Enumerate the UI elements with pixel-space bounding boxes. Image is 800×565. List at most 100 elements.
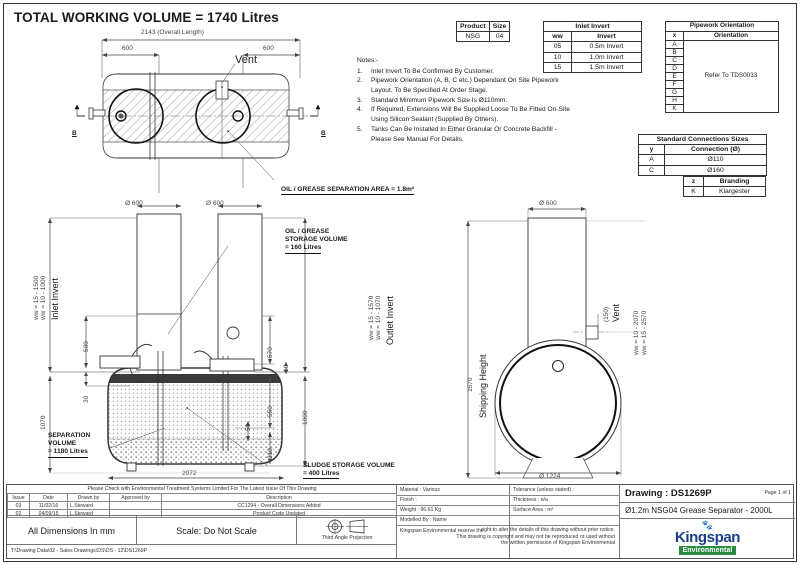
note-text: If Required, Extensions Will Be Supplied… bbox=[371, 106, 570, 124]
plan-right-600-label: 600 bbox=[263, 45, 274, 52]
end-vent-label: Vent bbox=[611, 303, 621, 322]
separation-volume-line1: SEPARATION bbox=[48, 432, 91, 439]
inlet-invert-cell: 0.5m Invert bbox=[571, 41, 642, 53]
drawing-title: Ø1.2m NSG04 Grease Separator - 2000L bbox=[625, 506, 773, 515]
note-item: 1. Inlet Invert To Be Confirmed By Custom… bbox=[357, 67, 572, 77]
sludge-storage-line1: SLUDGE STORAGE VOLUME bbox=[303, 462, 395, 469]
inlet-invert-table: Inlet Invert ww Invert 05 0.5m Invert 10… bbox=[543, 20, 642, 73]
table-row: 15 1.5m Invert bbox=[543, 61, 642, 73]
end-ww10-label: ww = 10 - 2070 bbox=[633, 310, 640, 355]
drawing-number-row: Drawing : DS1269P Page 1 of 1 bbox=[620, 485, 795, 503]
dim-30-label: 30 bbox=[83, 395, 90, 403]
logo-sub-text: Environmental bbox=[678, 545, 737, 555]
dim-1000-label: 1000 bbox=[302, 410, 309, 425]
dim-1070-label: 1070 bbox=[40, 415, 47, 430]
scale-note: Scale: Do Not Scale bbox=[176, 525, 257, 536]
plan-left-600-label: 600 bbox=[122, 45, 133, 52]
file-path-strip: T:\Drawing Data\02 - Sales Drawings\DS\D… bbox=[7, 544, 397, 558]
dim-310-label: 310 bbox=[267, 448, 274, 459]
dim-500-label: 500 bbox=[83, 341, 90, 352]
revision-header-row: Issue Date Drawn by Approved by Descript… bbox=[7, 493, 397, 502]
note-text: Inlet Invert To Be Confirmed By Customer… bbox=[371, 67, 495, 75]
revision-area: Please Check with Environmental Treatmen… bbox=[7, 485, 397, 518]
weight-value: Weight : 96.61 Kg bbox=[400, 507, 442, 513]
orientation-key: B bbox=[665, 48, 684, 58]
inlet-invert-cell: 1.0m Invert bbox=[571, 51, 642, 63]
dim-570-label: 570 bbox=[267, 347, 274, 358]
title-block: Please Check with Environmental Treatmen… bbox=[6, 484, 795, 559]
surface-area-value: Surface Area : m² bbox=[513, 507, 554, 513]
notes-heading: Notes:- bbox=[357, 57, 379, 64]
drawing-title-row: Ø1.2m NSG04 Grease Separator - 2000L bbox=[620, 503, 795, 519]
notes-block: Notes:- 1. Inlet Invert To Be Confirmed B… bbox=[357, 56, 572, 144]
pipework-orientation-header: x bbox=[665, 30, 684, 42]
rev-header-date: Date bbox=[29, 493, 68, 502]
connection-key: C bbox=[638, 164, 665, 176]
check-notice: Please Check with Environmental Treatmen… bbox=[87, 486, 317, 492]
copyright-line1: Kingspan Environmental reserve the bbox=[400, 528, 484, 534]
outlet-invert-label: Outlet Invert bbox=[385, 295, 395, 345]
product-size-cell: 04 bbox=[488, 31, 511, 43]
outlet-ww10-label: ww = 10 - 1070 bbox=[375, 295, 382, 340]
table-row: 02 04/09/15 L.Steward Product Code Updat… bbox=[7, 509, 397, 518]
table-row: K bbox=[665, 104, 779, 114]
orientation-key: C bbox=[665, 56, 684, 66]
note-text: Tanks Can Be Installed In Either Granula… bbox=[371, 125, 557, 143]
product-table: Product Size NSG 04 bbox=[456, 20, 511, 43]
note-item: 3.Standard Minimum Pipework Size Is Ø110… bbox=[357, 96, 572, 106]
plan-view bbox=[60, 28, 360, 203]
branding-header: z bbox=[683, 175, 704, 188]
product-table-header: Size bbox=[488, 20, 511, 33]
pipework-orientation-header: Orientation bbox=[683, 30, 779, 42]
end-ww15-label: ww = 15 - 2570 bbox=[641, 310, 648, 355]
side-dia-right-label: Ø 600 bbox=[206, 200, 224, 207]
standard-connections-table: Standard Connections Sizes y Connection … bbox=[638, 133, 767, 176]
note-number: 2. bbox=[357, 77, 363, 85]
inlet-invert-header: Invert bbox=[571, 31, 642, 43]
notes-strip: All Dimensions In mm Scale: Do Not Scale… bbox=[7, 515, 397, 545]
shipping-height-label: Shipping Height bbox=[478, 354, 488, 418]
dim-2072-label: 2072 bbox=[182, 470, 197, 477]
tolerance-column: Tolerance (unless stated) : Thickness : … bbox=[510, 485, 620, 525]
table-row: 05 0.5m Invert bbox=[543, 41, 642, 53]
tolerance-value: Tolerance (unless stated) : bbox=[513, 487, 574, 493]
copyright-block: right to alter the details of this drawi… bbox=[397, 525, 620, 558]
inlet-ww10-label: ww = 10 - 1000 bbox=[40, 275, 47, 320]
oil-grease-storage-line2: STORAGE VOLUME bbox=[285, 236, 348, 244]
rev-approved-by bbox=[109, 501, 162, 510]
side-dia-left-label: Ø 600 bbox=[125, 200, 143, 207]
file-path: T:\Drawing Data\02 - Sales Drawings\DS\D… bbox=[11, 548, 148, 555]
drawing-number: Drawing : DS1269P bbox=[625, 488, 712, 499]
orientation-key: D bbox=[665, 64, 684, 74]
bird-icon: 🐾 bbox=[701, 520, 714, 531]
plan-overall-length-label: 2143 (Overall Length) bbox=[141, 29, 204, 36]
rev-date: 11/02/16 bbox=[29, 501, 68, 510]
connection-key: A bbox=[638, 154, 665, 166]
finish-value: Finish : bbox=[400, 497, 417, 503]
copyright-line2: right to alter the details of this drawi… bbox=[481, 527, 615, 533]
note-number: 1. bbox=[357, 67, 363, 75]
orientation-key: G bbox=[665, 88, 684, 98]
page-number: Page 1 of 1 bbox=[764, 490, 791, 497]
oil-grease-storage-line1: OIL / GREASE bbox=[285, 228, 330, 235]
inlet-ww15-label: ww = 15 - 1500 bbox=[33, 275, 40, 320]
rev-drawn-by: L.Steward bbox=[67, 501, 110, 510]
copyright-line4: the written permission of Kingspan Envir… bbox=[501, 540, 615, 546]
note-number: 5. bbox=[357, 125, 363, 133]
separation-volume-line2: VOLUME bbox=[48, 440, 77, 448]
dim-60-label: 60 bbox=[283, 364, 290, 372]
section-mark-left: B bbox=[72, 130, 77, 137]
orientation-key: H bbox=[665, 96, 684, 106]
note-number: 4. bbox=[357, 106, 363, 114]
product-code-cell: NSG bbox=[456, 31, 490, 43]
table-row: K Klargester bbox=[683, 186, 766, 198]
oil-grease-separation-area-label: OIL / GREASE SEPARATION AREA = 1.8m² bbox=[281, 186, 415, 196]
dimensions-note: All Dimensions In mm bbox=[27, 525, 116, 536]
end-elevation-view bbox=[455, 196, 655, 486]
product-table-header: Product bbox=[456, 20, 490, 33]
dim-50-label: 50 bbox=[245, 423, 252, 431]
outlet-ww15-label: ww = 15 - 1570 bbox=[368, 295, 375, 340]
